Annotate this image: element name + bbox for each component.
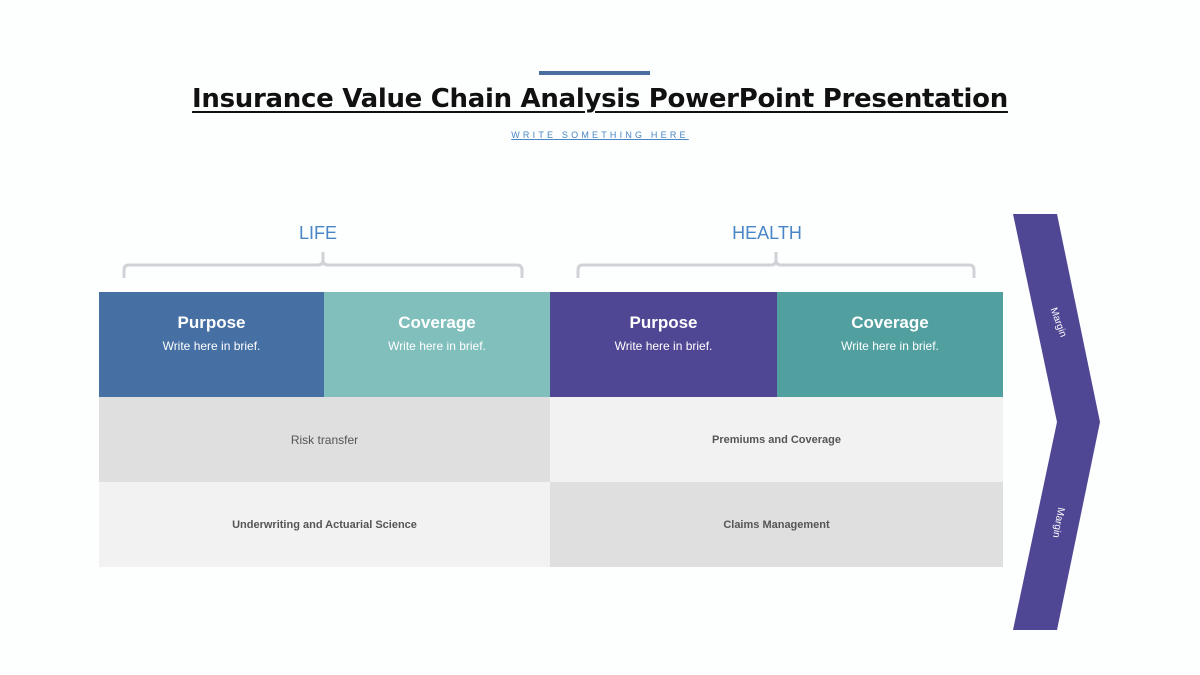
life-row-underwriting: Underwriting and Actuarial Science (99, 482, 550, 567)
margin-label-bottom: Margin (1049, 506, 1067, 539)
health-row-premiums: Premiums and Coverage (550, 397, 1003, 482)
health-purpose-cell: Purpose Write here in brief. (550, 292, 777, 397)
health-coverage-subtitle: Write here in brief. (841, 339, 939, 353)
margin-label-top: Margin (1047, 306, 1069, 339)
title-accent-bar (539, 71, 650, 75)
page-title: Insurance Value Chain Analysis PowerPoin… (0, 84, 1200, 114)
brace-life (122, 252, 524, 278)
health-row-claims: Claims Management (550, 482, 1003, 567)
life-purpose-subtitle: Write here in brief. (162, 339, 261, 353)
page-subtitle-text: WRITE SOMETHING HERE (511, 130, 689, 140)
health-coverage-title: Coverage (851, 313, 929, 332)
health-row-2-text: Claims Management (723, 518, 830, 531)
life-row-1-text: Risk transfer (290, 432, 359, 447)
group-label-health: HEALTH (732, 223, 802, 243)
life-coverage-subtitle: Write here in brief. (388, 339, 486, 353)
life-purpose-cell: Purpose Write here in brief. (99, 292, 324, 397)
health-purpose-subtitle: Write here in brief. (614, 339, 713, 353)
life-row-risk-transfer: Risk transfer (99, 397, 550, 482)
life-row-2-text: Underwriting and Actuarial Science (232, 518, 417, 531)
brace-health (576, 252, 976, 278)
health-coverage-cell: Coverage Write here in brief. (777, 292, 1003, 397)
page-subtitle: WRITE SOMETHING HERE (0, 130, 1200, 140)
life-coverage-title: Coverage (398, 313, 476, 332)
health-purpose-title: Purpose (629, 313, 698, 332)
page-title-text: Insurance Value Chain Analysis PowerPoin… (192, 84, 1008, 114)
life-coverage-cell: Coverage Write here in brief. (324, 292, 550, 397)
life-purpose-title: Purpose (177, 313, 246, 332)
group-label-life: LIFE (298, 223, 337, 243)
health-row-1-text: Premiums and Coverage (712, 433, 841, 446)
